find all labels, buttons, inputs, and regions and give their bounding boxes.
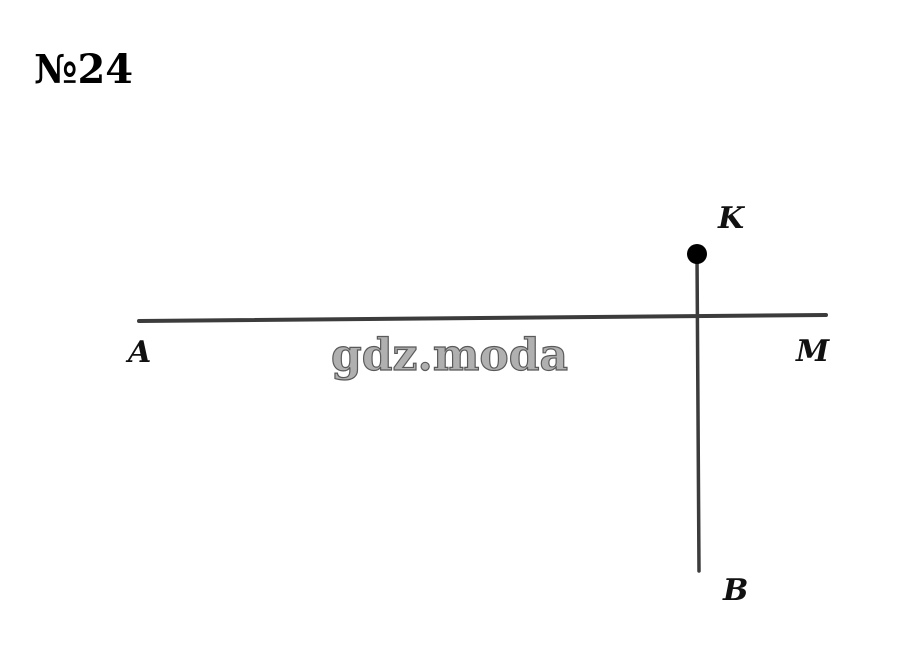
label-b: B <box>722 573 748 608</box>
problem-number: №24 <box>34 46 134 93</box>
point-k-dot <box>687 244 707 264</box>
line-kb <box>695 253 701 573</box>
label-m: M <box>795 334 830 369</box>
label-a: A <box>125 335 151 370</box>
label-k: K <box>717 201 746 236</box>
watermark: gdz.moda <box>331 330 568 381</box>
line-am <box>137 313 828 323</box>
